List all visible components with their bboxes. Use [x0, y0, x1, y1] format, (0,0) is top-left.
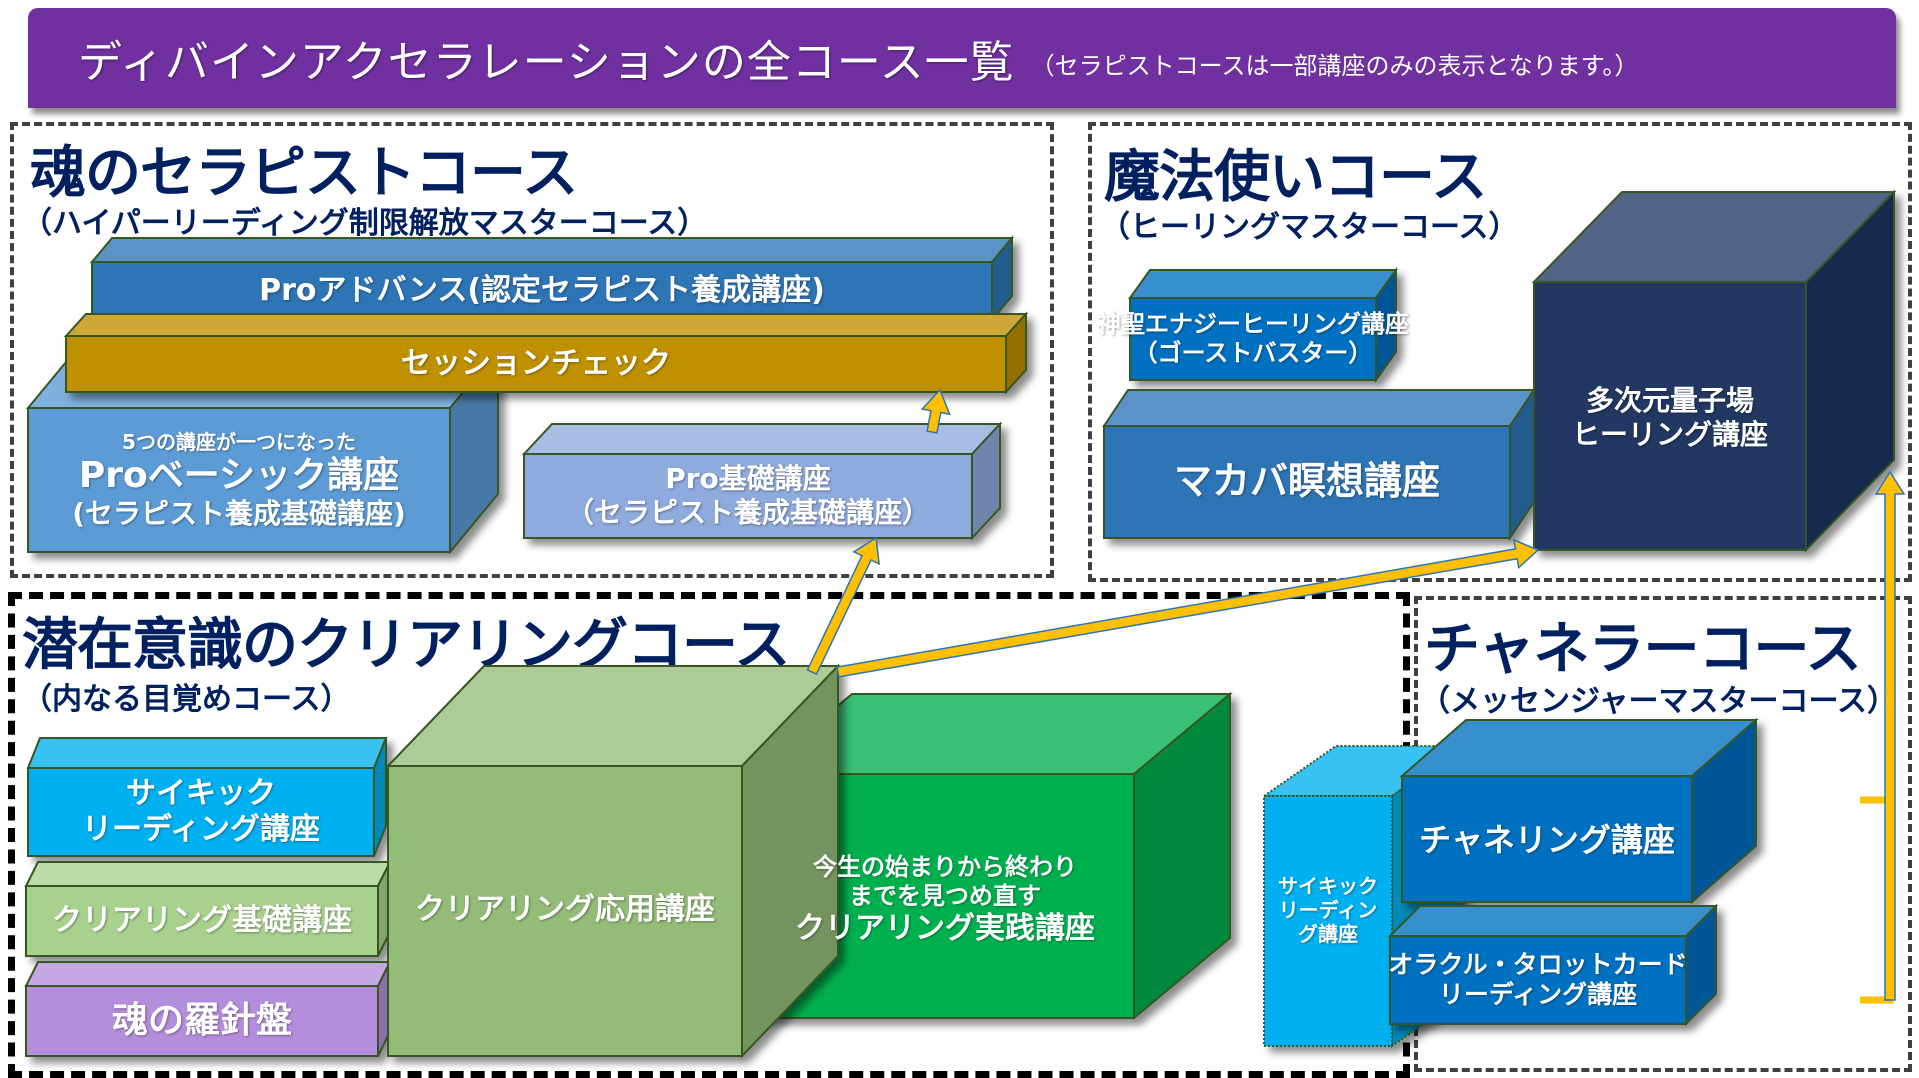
course-soul-compass[interactable]: 魂の羅針盤: [26, 986, 378, 1056]
box-front-face: [27, 407, 451, 553]
box-front-face: [1389, 935, 1687, 1025]
course-oracle-tarot[interactable]: オラクル・タロットカード リーディング講座: [1388, 940, 1688, 1020]
box-clearing-practice[interactable]: [753, 691, 1233, 1021]
course-pro-advance-label: Proアドバンス(認定セラピスト養成講座): [259, 273, 825, 308]
box-top-face: [24, 961, 392, 987]
course-psychic-reading-channeler-line1: サイキック: [1278, 874, 1378, 898]
channeler-course-subtitle: （メッセンジャーマスターコース）: [1420, 684, 1897, 719]
course-makaba[interactable]: マカバ瞑想講座: [1104, 426, 1510, 538]
course-clearing-applied[interactable]: クリアリング応用講座: [388, 860, 742, 960]
arrow-clearing-applied-to-multidim: [836, 538, 1540, 678]
course-pro-basic[interactable]: 5つの講座が一つになった Proベーシック講座 (セラピスト養成基礎講座): [28, 408, 450, 552]
box-front-face: [1263, 795, 1393, 1047]
box-pro-advance[interactable]: [89, 235, 1015, 323]
header-banner: ディバインアクセラレーションの全コース一覧 （セラピストコースは一部講座のみの表…: [28, 8, 1896, 108]
course-psychic-reading-channeler-line3: グ講座: [1298, 922, 1358, 946]
box-top-face: [1387, 905, 1719, 937]
course-clearing-practice[interactable]: 今生の始まりから終わり までを見つめ直す クリアリング実践講座: [756, 830, 1134, 970]
page-title-note: （セラピストコースは一部講座のみの表示となります。）: [1030, 51, 1639, 80]
box-front-face: [1129, 297, 1377, 381]
box-top-face: [89, 237, 1015, 263]
course-session-check[interactable]: セッションチェック: [66, 336, 1006, 392]
box-front-face: [1533, 281, 1807, 551]
box-front-face: [27, 767, 375, 857]
course-psychic-reading-channeler-line2: リーディン: [1278, 898, 1378, 922]
course-soul-compass-label: 魂の羅針盤: [111, 1000, 292, 1042]
box-front-face: [1103, 425, 1511, 539]
therapist-course-title: 魂のセラピストコース: [30, 141, 578, 206]
course-clearing-applied-label: クリアリング応用講座: [415, 892, 715, 927]
box-multidim[interactable]: [1531, 189, 1897, 553]
box-top-face: [1128, 269, 1398, 299]
therapist-course-subtitle: （ハイパーリーディング制限解放マスターコース）: [22, 206, 708, 241]
course-psychic-reading-line2: リーディング講座: [82, 812, 320, 847]
course-pro-kiso-line1: Pro基礎講座: [665, 462, 831, 496]
course-divine-energy-line1: 神聖エナジーヒーリング講座: [1097, 310, 1409, 339]
course-clearing-practice-line2: までを見つめ直す: [849, 882, 1041, 910]
box-pro-kiso[interactable]: [521, 421, 1003, 541]
course-psychic-reading-line1: サイキック: [126, 776, 276, 811]
box-top-face: [1102, 389, 1536, 427]
course-divine-energy-line2: （ゴーストバスター）: [1133, 339, 1373, 367]
course-session-check-label: セッションチェック: [401, 346, 671, 381]
course-channeling-label: チャネリング講座: [1419, 820, 1675, 859]
course-clearing-practice-line3: クリアリング実践講座: [795, 910, 1095, 946]
box-soul-compass[interactable]: [24, 961, 392, 1057]
course-multidimensional[interactable]: 多次元量子場 ヒーリング講座: [1534, 368, 1806, 468]
arrow-shape: [806, 536, 881, 676]
wizard-course-title: 魔法使いコース: [1104, 145, 1487, 210]
box-front-face: [65, 335, 1007, 393]
course-clearing-basic[interactable]: クリアリング基礎講座: [26, 886, 378, 956]
box-channeling[interactable]: [1399, 717, 1759, 905]
arrow-pro-kiso-to-session-check: [920, 388, 951, 434]
box-front-face: [25, 985, 379, 1057]
page-title: ディバインアクセラレーションの全コース一覧: [78, 37, 1015, 88]
arrow-channeler-to-multidim: [1874, 470, 1906, 1001]
box-clearing-applied[interactable]: [385, 663, 841, 1059]
course-oracle-tarot-line2: リーディング講座: [1438, 980, 1638, 1009]
box-oracle[interactable]: [1387, 903, 1719, 1027]
box-front-face: [1401, 775, 1693, 903]
arrow-shape: [836, 538, 1540, 678]
course-psychic-reading[interactable]: サイキック リーディング講座: [28, 768, 374, 856]
box-top-face: [24, 861, 392, 887]
section-therapist-course: [10, 122, 1054, 578]
course-pro-kiso[interactable]: Pro基礎講座 （セラピスト養成基礎講座）: [524, 454, 972, 538]
course-multidimensional-line1: 多次元量子場: [1585, 384, 1754, 418]
course-pro-advance[interactable]: Proアドバンス(認定セラピスト養成講座): [92, 262, 992, 320]
arrow-shape: [1874, 470, 1906, 1001]
wizard-course-subtitle: （ヒーリングマスターコース）: [1100, 210, 1519, 245]
course-pro-kiso-line2: （セラピスト養成基礎講座）: [565, 496, 930, 529]
box-front-face: [387, 765, 743, 1057]
course-oracle-tarot-line1: オラクル・タロットカード: [1388, 950, 1688, 979]
course-divine-energy[interactable]: 神聖エナジーヒーリング講座 （ゴーストバスター）: [1097, 298, 1409, 380]
box-front-face: [25, 885, 379, 957]
section-wizard-course: [1088, 122, 1912, 582]
box-session-check[interactable]: [63, 311, 1029, 395]
course-psychic-reading-channeler[interactable]: サイキック リーディン グ講座: [1264, 860, 1392, 960]
arrow-clearing-applied-to-pro-kiso: [806, 536, 881, 676]
box-divine-energy[interactable]: [1128, 266, 1398, 384]
course-channeling[interactable]: チャネリング講座: [1402, 800, 1692, 880]
box-front-face: [523, 453, 973, 539]
course-multidimensional-line2: ヒーリング講座: [1571, 418, 1768, 451]
clearing-course-subtitle: （内なる目覚めコース）: [22, 682, 351, 717]
course-clearing-basic-label: クリアリング基礎講座: [52, 903, 352, 938]
course-clearing-practice-line1: 今生の始まりから終わり: [813, 853, 1077, 882]
course-pro-basic-line2: Proベーシック講座: [78, 454, 400, 496]
course-makaba-label: マカバ瞑想講座: [1173, 459, 1440, 504]
channeler-course-title: チャネラーコース: [1424, 617, 1862, 682]
box-psychic-left[interactable]: [26, 737, 388, 857]
course-pro-basic-line3: (セラピスト養成基礎講座): [72, 496, 406, 530]
course-pro-basic-line1: 5つの講座が一つになった: [122, 429, 356, 454]
arrow-shape: [920, 388, 951, 434]
box-makaba[interactable]: [1102, 386, 1536, 542]
box-top-face: [26, 737, 388, 769]
